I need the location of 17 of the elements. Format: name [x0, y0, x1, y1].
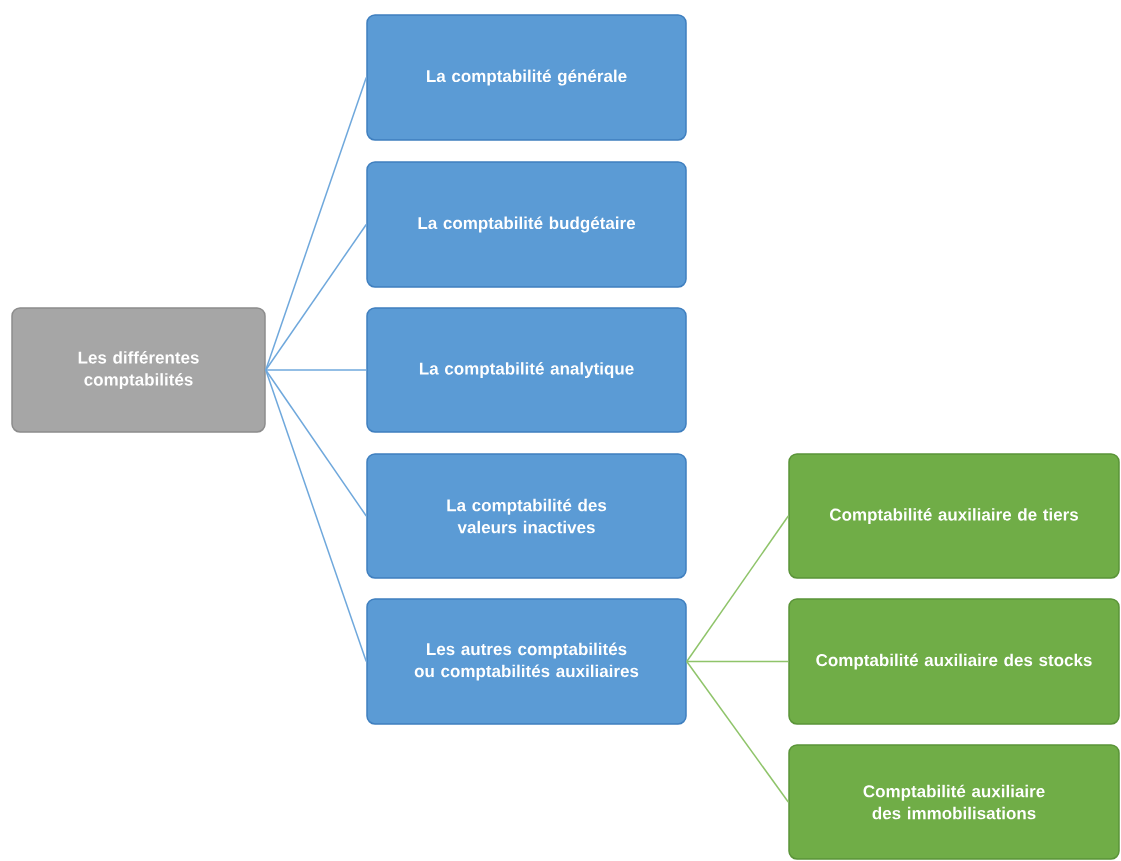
connector-line [265, 369, 367, 663]
item-box: La comptabilité budgétaire [366, 161, 687, 288]
connector-line [265, 76, 367, 371]
connector-line [686, 660, 789, 803]
connector-line [686, 660, 789, 663]
item-box: Comptabilité auxiliaire des immobilisations [788, 744, 1120, 860]
category-box: Les différentes comptabilités [11, 307, 266, 433]
item-box: La comptabilité des valeurs inactives [366, 453, 687, 579]
item-box: La comptabilité analytique [366, 307, 687, 433]
connector-line [265, 223, 367, 371]
connector-line [686, 515, 789, 663]
connector-line [265, 369, 367, 371]
item-box: Comptabilité auxiliaire de tiers [788, 453, 1120, 579]
item-box: Les autres comptabilités ou comptabilités auxiliaires [366, 598, 687, 725]
connector-line [265, 369, 367, 517]
item-box: Comptabilité auxiliaire des stocks [788, 598, 1120, 725]
item-box: La comptabilité générale [366, 14, 687, 141]
